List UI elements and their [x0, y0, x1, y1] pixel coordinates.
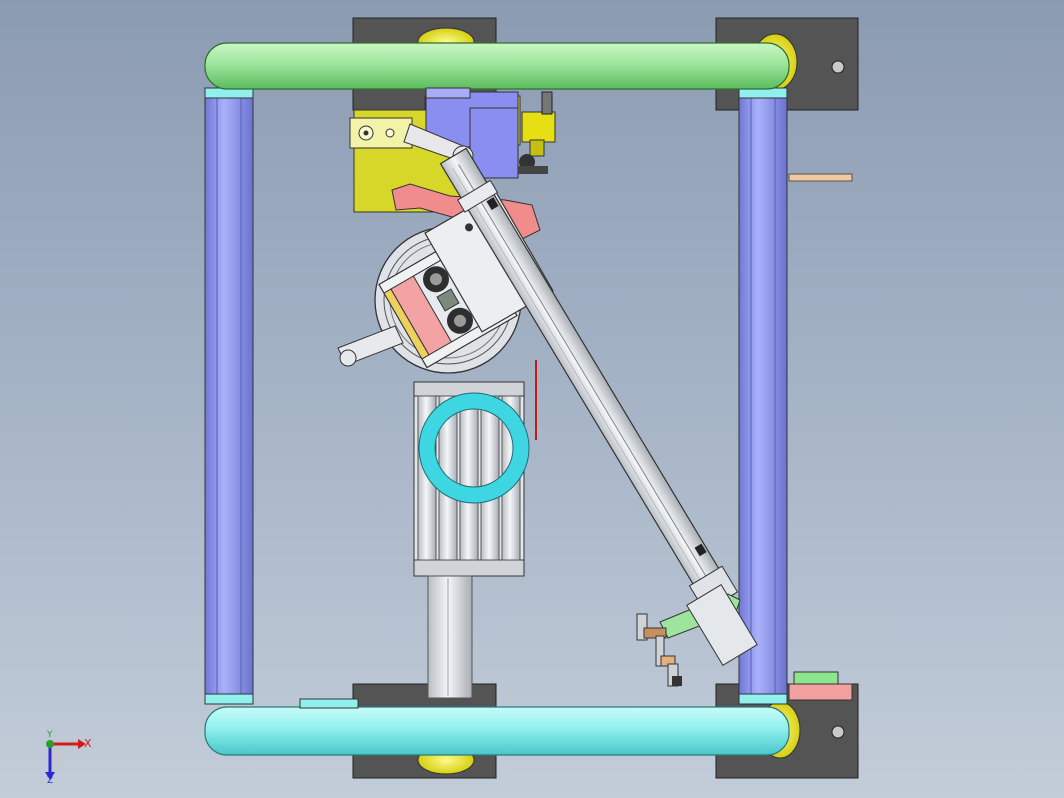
support-rod-lower — [427, 575, 473, 699]
rail-top-green[interactable] — [204, 42, 790, 90]
coordinate-triad: X Y Z — [38, 730, 98, 792]
bolt-hole-bottom-right — [831, 725, 845, 739]
sensor-yellow — [521, 111, 556, 143]
column-left[interactable] — [204, 91, 254, 705]
guide-ring-cyan[interactable] — [419, 393, 529, 503]
axis-label-z: Z — [47, 776, 54, 786]
column-right[interactable] — [738, 91, 788, 705]
sensor-block-pink — [788, 683, 853, 701]
base-plate-bottom — [299, 698, 359, 709]
axis-label-x: X — [84, 737, 92, 750]
bolt-hole-top-right — [831, 60, 845, 74]
probe-pin — [636, 613, 682, 687]
side-tab-right — [788, 173, 853, 182]
triad-arrows — [45, 739, 86, 780]
rail-bottom-cyan[interactable] — [204, 706, 790, 756]
axis-label-y: Y — [47, 730, 53, 740]
